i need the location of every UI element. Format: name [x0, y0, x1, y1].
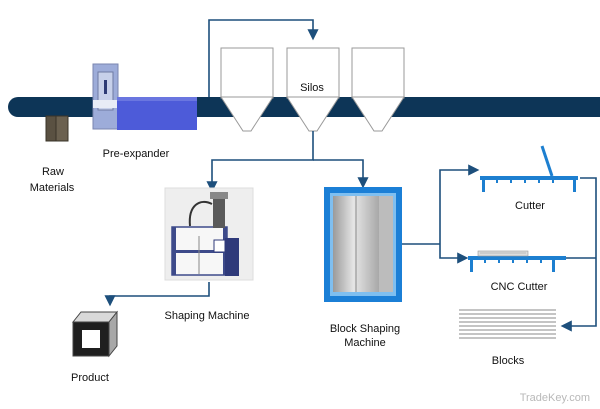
blocks-icon: [459, 309, 556, 339]
silos-icon: [220, 47, 405, 132]
line-to-product: [104, 282, 210, 307]
raw-materials-icon: [45, 115, 69, 142]
cutter-icon: [480, 145, 578, 192]
feed-line-to-silos: [208, 19, 319, 97]
pre-expander-icon: [92, 63, 197, 130]
cnc-cutter-icon: [468, 250, 566, 272]
pre-expander-label: Pre-expander: [102, 148, 170, 160]
product-label: Product: [71, 372, 109, 384]
cutter-rollers: [496, 180, 554, 183]
raw-materials-label-line2: Materials: [29, 182, 75, 194]
shaping-machine-label: Shaping Machine: [164, 310, 250, 322]
watermark-text: TradeKey.com: [519, 392, 590, 404]
cutter-label: Cutter: [515, 200, 545, 212]
raw-materials-label-line1: Raw: [41, 166, 64, 178]
blocks-label: Blocks: [491, 355, 525, 367]
cnc-cutter-label: CNC Cutter: [490, 281, 548, 293]
silos-label: Silos: [300, 82, 324, 94]
block-shaping-machine-label-line2: Machine: [344, 337, 386, 349]
product-icon: [71, 310, 119, 358]
shaping-machine-icon: [164, 187, 254, 281]
silo-1: [220, 47, 274, 132]
lines-to-cutters: [402, 164, 480, 264]
silo-3: [351, 47, 405, 132]
silo-2: [286, 47, 340, 132]
silo-output-lines: [206, 131, 369, 193]
lines-to-blocks: [560, 177, 597, 332]
cnc-cutter-rollers: [484, 260, 542, 263]
block-shaping-machine-icon: [324, 187, 402, 302]
block-shaping-machine-label-line1: Block Shaping: [329, 323, 401, 335]
